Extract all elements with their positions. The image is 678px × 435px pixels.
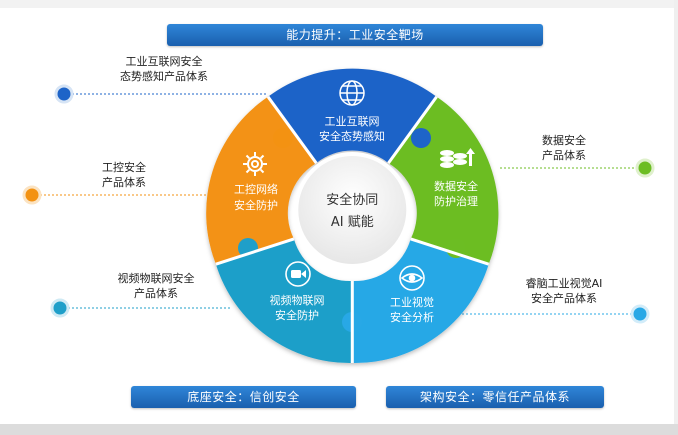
globe-icon (339, 80, 365, 106)
side-label-ics: 工控安全 产品体系 (84, 160, 164, 190)
side-label-vision-line1: 睿脑工业视觉AI (525, 277, 603, 290)
separator-3 (410, 237, 490, 266)
bottom-frame-strip (0, 424, 678, 435)
dot-data (635, 158, 655, 178)
segment-iiot (268, 68, 437, 164)
puzzle-knob-ics-iiot (273, 128, 293, 148)
database-chart-icon (440, 148, 475, 168)
top-frame-strip (0, 0, 678, 8)
center-line2: AI 赋能 (331, 215, 374, 230)
side-label-video: 视频物联网安全 产品体系 (96, 271, 216, 301)
right-frame-strip (674, 0, 678, 435)
side-label-data-line2: 产品体系 (542, 149, 586, 162)
separator-2 (387, 95, 438, 164)
side-label-ics-line1: 工控安全 (102, 161, 146, 174)
eye-icon (399, 265, 425, 291)
side-label-video-line1: 视频物联网安全 (117, 272, 195, 285)
dot-iiot (54, 84, 74, 104)
segment-iiot-line1: 工业互联网 (325, 115, 380, 128)
side-label-data: 数据安全 产品体系 (522, 133, 606, 163)
segment-video (215, 238, 353, 364)
segment-vision-line2: 安全分析 (390, 310, 434, 324)
segment-video-line1: 视频物联网 (270, 293, 325, 307)
segment-iiot-line2: 安全态势感知 (319, 129, 385, 143)
side-label-video-line2: 产品体系 (134, 287, 178, 300)
segment-data-line2: 防护治理 (434, 194, 478, 208)
center-line1: 安全协同 (326, 192, 378, 208)
dot-video (50, 298, 70, 318)
segment-data-line1: 数据安全 (434, 179, 478, 193)
segment-video-line2: 安全防护 (275, 308, 319, 322)
segment-vision (352, 238, 489, 364)
side-label-ics-line2: 产品体系 (102, 176, 146, 189)
banner-bottom-right: 架构安全：零信任产品体系 (386, 386, 604, 408)
side-label-data-line1: 数据安全 (542, 134, 586, 147)
side-label-iiot-line2: 态势感知产品体系 (120, 70, 208, 83)
segment-ics-line1: 工控网络 (234, 182, 278, 196)
side-label-vision-line2: 安全产品体系 (531, 292, 597, 305)
gear-icon (243, 152, 267, 176)
puzzle-knob-iiot-data (411, 128, 431, 148)
segment-vision-line1: 工业视觉 (390, 295, 434, 309)
side-label-iiot-line1: 工业互联网安全 (125, 55, 203, 68)
separator-5 (215, 237, 295, 266)
camera-icon (285, 261, 311, 287)
banner-bottom-left: 底座安全：信创安全 (131, 386, 356, 408)
center-circle (294, 152, 411, 268)
side-label-vision: 睿脑工业视觉AI 安全产品体系 (500, 276, 628, 306)
banner-top: 能力提升：工业安全靶场 (167, 24, 543, 46)
segment-ics-line2: 安全防护 (234, 198, 278, 212)
separator-1 (266, 95, 318, 164)
dot-ics (22, 185, 42, 205)
side-label-iiot: 工业互联网安全 态势感知产品体系 (96, 54, 232, 84)
dot-vision (630, 304, 650, 324)
